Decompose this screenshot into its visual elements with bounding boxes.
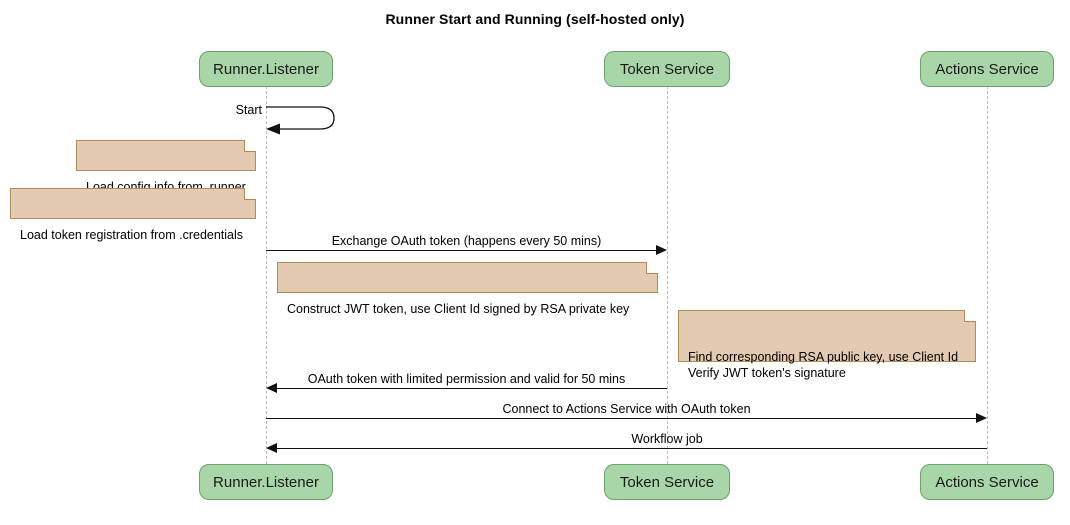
arrow-head-exchange-oauth-token [656,245,667,255]
note-load-token-registration: Load token registration from .credential… [10,188,256,242]
note-construct-jwt: Construct JWT token, use Client Id signe… [277,262,658,316]
note-load-config: Load config info from .runner [76,140,256,194]
lifeline-token [667,86,668,464]
note-fold-icon [244,140,256,152]
arrow-head-workflow-job [266,443,277,453]
page-title: Runner Start and Running (self-hosted on… [385,11,685,27]
message-line-oauth-token-return[interactable] [277,388,667,389]
message-line-exchange-oauth-token[interactable] [266,250,656,251]
participant-label: Token Service [619,60,715,78]
note-fold-icon [964,310,976,322]
participant-token-top[interactable]: Token Service [604,51,730,87]
message-label-exchange-oauth-token: Exchange OAuth token (happens every 50 m… [331,234,602,248]
participant-runner-top[interactable]: Runner.Listener [199,51,333,87]
participant-label: Runner.Listener [213,473,319,491]
message-label-connect-actions: Connect to Actions Service with OAuth to… [502,402,751,416]
participant-actions-bottom[interactable]: Actions Service [920,464,1054,500]
participant-label: Actions Service [935,60,1039,78]
participant-label: Token Service [619,473,715,491]
message-line-connect-actions[interactable] [266,418,976,419]
participant-runner-bottom[interactable]: Runner.Listener [199,464,333,500]
participant-token-bottom[interactable]: Token Service [604,464,730,500]
message-label-start: Start [235,103,262,117]
message-label-oauth-token-return: OAuth token with limited permission and … [307,372,626,386]
note-text: Construct JWT token, use Client Id signe… [287,302,630,316]
participant-label: Actions Service [935,473,1039,491]
lifeline-runner [266,86,267,464]
message-label-workflow-job: Workflow job [631,432,703,446]
participant-actions-top[interactable]: Actions Service [920,51,1054,87]
lifeline-actions [987,86,988,464]
message-line-workflow-job[interactable] [277,448,987,449]
note-fold-icon [244,188,256,200]
note-text: Find corresponding RSA public key, use C… [688,350,959,380]
arrow-head-oauth-token-return [266,383,277,393]
note-text: Load token registration from .credential… [20,228,244,242]
message-self-start[interactable] [266,101,346,140]
note-verify-jwt: Find corresponding RSA public key, use C… [678,310,976,380]
note-fold-icon [646,262,658,274]
arrow-head-connect-actions [976,413,987,423]
participant-label: Runner.Listener [213,60,319,78]
